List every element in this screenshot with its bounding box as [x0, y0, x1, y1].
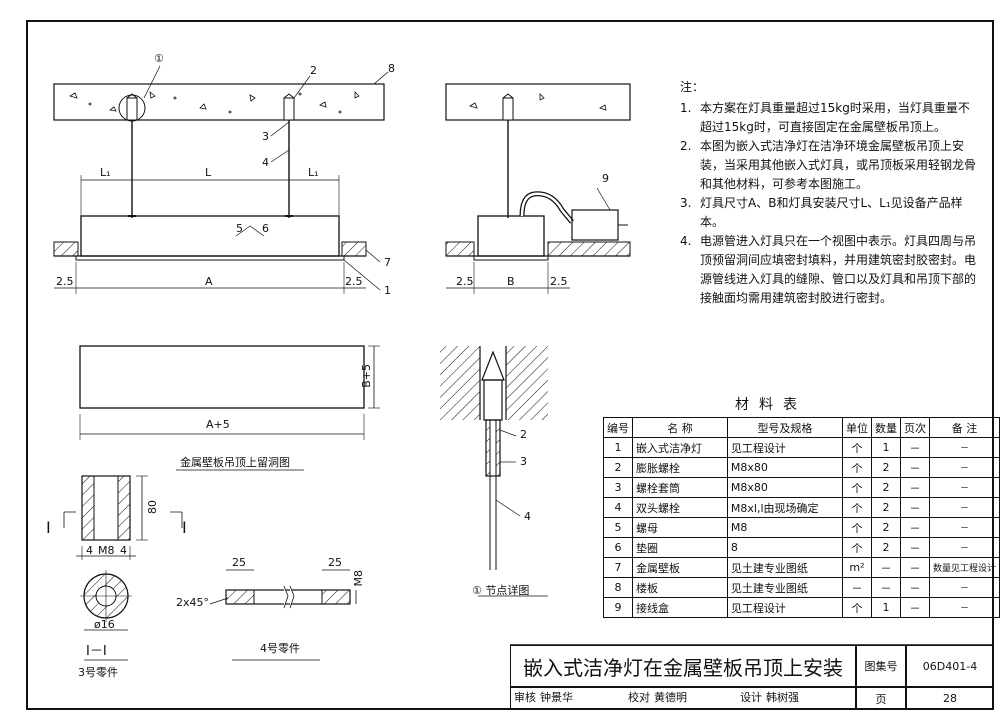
part-3-drawing: [63, 475, 183, 661]
label-3: 3: [262, 130, 269, 143]
dim-4-right: 4: [120, 544, 127, 557]
dim-M8: M8: [98, 544, 115, 557]
note-item: 3.灯具尺寸A、B和灯具安装尺寸L、L₁见设备产品样本。: [680, 196, 963, 229]
dim-M8-rod: M8: [352, 570, 365, 587]
section-title: I－I: [86, 644, 107, 659]
check-label: 校对: [628, 691, 650, 704]
section-mark-left: I: [46, 518, 51, 537]
part-3-caption: 3号零件: [78, 666, 118, 679]
atlas-number: 06D401-4: [906, 645, 994, 687]
node-label-2: 2: [520, 428, 527, 441]
dim-dia-16: ø16: [94, 618, 115, 631]
checker-name: 黄德明: [654, 691, 687, 704]
page-label: 页: [856, 687, 906, 710]
dim-2-5-a: 2.5: [56, 275, 74, 288]
dim-25-right: 25: [328, 556, 342, 569]
dim-25-left: 25: [232, 556, 246, 569]
label-5: 5: [236, 222, 243, 235]
label-6: 6: [262, 222, 269, 235]
signature-row: [510, 687, 856, 710]
dim-A-plus-5: A+5: [206, 418, 230, 431]
drawing-title: 嵌入式洁净灯在金属壁板吊顶上安装: [510, 645, 856, 687]
dim-B-plus-5: B+5: [360, 364, 373, 388]
dim-A: A: [205, 275, 213, 288]
materials-title: 材料表: [735, 397, 807, 413]
section-mark-right: I: [182, 518, 187, 537]
label-2: 2: [310, 64, 317, 77]
node-detail: [440, 346, 548, 597]
reviewer-name: 钟景华: [540, 691, 573, 704]
label-1: 1: [384, 284, 391, 297]
side-elevation: [445, 83, 631, 294]
notes-heading: 注：: [680, 80, 705, 94]
note-item: 2.本图为嵌入式洁净灯在洁净环境金属壁板吊顶上安装，当采用其他嵌入式灯具，或吊顶…: [680, 139, 977, 191]
dim-2-5-b: 2.5: [345, 275, 363, 288]
table-header-row: 编号 名 称 型号及规格 单位 数量 页次 备 注: [603, 417, 1000, 438]
design-label: 设计: [740, 691, 762, 704]
dim-80: 80: [146, 500, 159, 514]
note-item: 1.本方案在灯具重量超过15kg时采用，当灯具重量不超过15kg时，可直接固定在…: [680, 101, 970, 134]
front-elevation: [53, 65, 389, 294]
callout-1: ①: [154, 52, 164, 65]
dim-4-left: 4: [86, 544, 93, 557]
label-9: 9: [602, 172, 609, 185]
page-number: 28: [906, 687, 994, 710]
dim-L1-right: L₁: [308, 166, 319, 179]
hole-caption: 金属壁板吊顶上留洞图: [180, 456, 290, 469]
node-caption: ① 节点详图: [472, 584, 530, 597]
dim-2-5-d: 2.5: [550, 275, 568, 288]
label-4: 4: [262, 156, 269, 169]
part-4-drawing: [209, 569, 357, 661]
atlas-label: 图集号: [856, 645, 906, 687]
dim-L: L: [205, 166, 212, 179]
note-item: 4.电源管进入灯具只在一个视图中表示。灯具四周与吊顶预留洞间应填密封填料，并用建…: [680, 234, 977, 305]
label-8: 8: [388, 62, 395, 75]
ceiling-hole-drawing: [79, 345, 380, 471]
node-label-3: 3: [520, 455, 527, 468]
dim-chamfer: 2x45°: [176, 596, 210, 609]
part-4-caption: 4号零件: [260, 642, 300, 655]
node-label-4: 4: [524, 510, 531, 523]
label-7: 7: [384, 256, 391, 269]
notes-panel: 注： 1.本方案在灯具重量超过15kg时采用，当灯具重量不超过15kg时，可直接…: [680, 78, 980, 308]
dim-B: B: [507, 275, 515, 288]
dim-2-5-c: 2.5: [456, 275, 474, 288]
dim-L1-left: L₁: [100, 166, 111, 179]
review-label: 审核: [514, 691, 536, 704]
designer-name: 韩树强: [766, 691, 799, 704]
